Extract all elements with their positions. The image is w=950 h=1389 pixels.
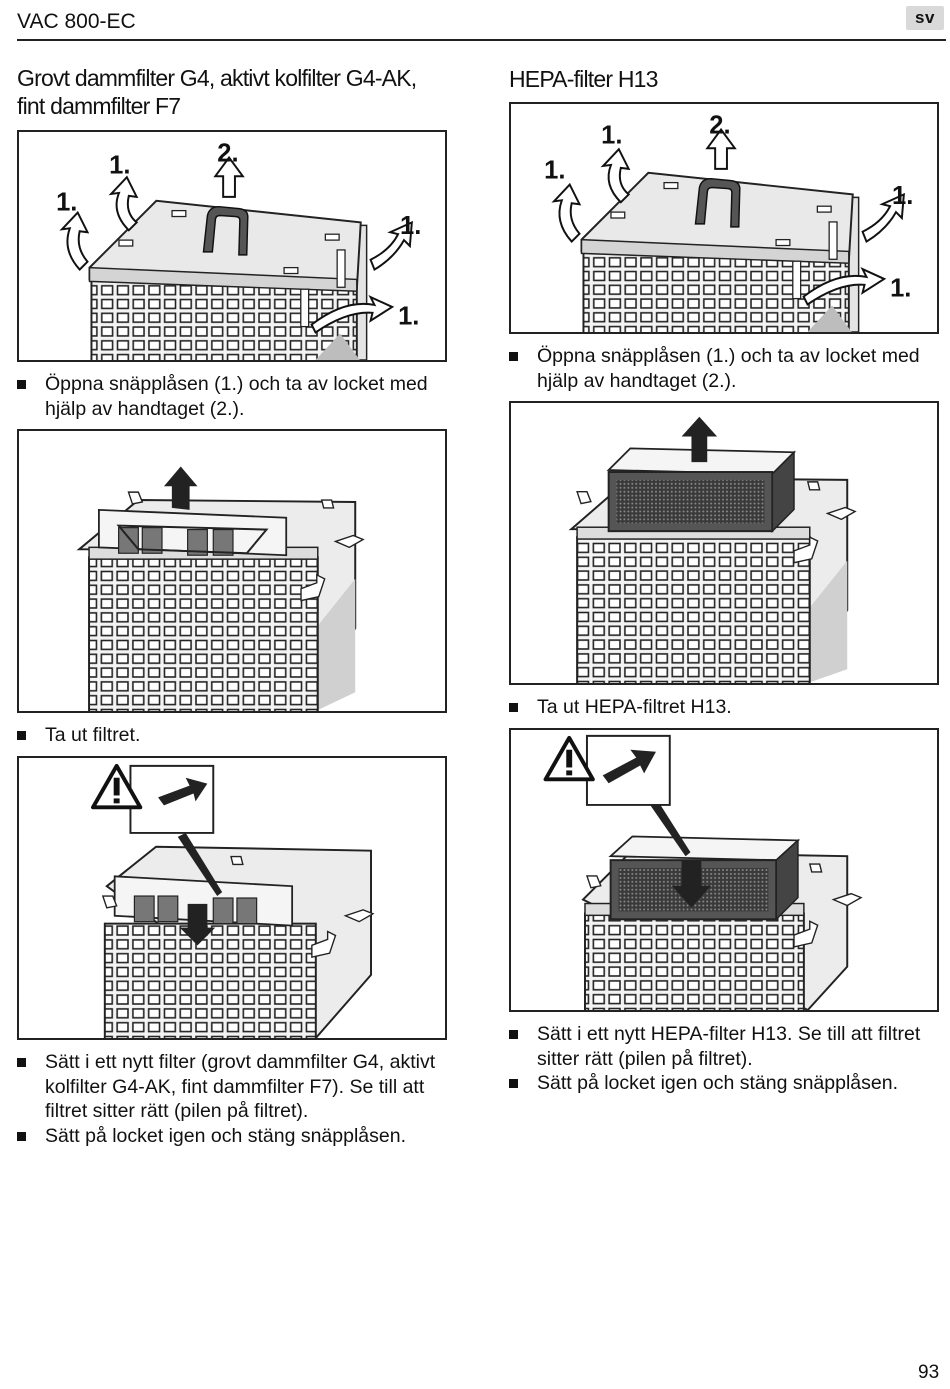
figure-insert-hepa-filter <box>509 728 939 1012</box>
instruction-item: Sätt i ett nytt HEPA-filter H13. Se till… <box>509 1022 946 1071</box>
step-number-label: 1. <box>109 151 130 179</box>
step-number-label: 2. <box>217 139 238 167</box>
instruction-item: Ta ut filtret. <box>17 723 447 748</box>
instruction-list: Öppna snäpplåsen (1.) och ta av locket m… <box>17 372 447 421</box>
figure-insert-dust-filter <box>17 756 447 1040</box>
figure-remove-hepa-filter <box>509 401 939 685</box>
instruction-item: Sätt på locket igen och stäng snäpplåsen… <box>509 1071 946 1096</box>
instruction-list: Ta ut HEPA-filtret H13. <box>509 695 944 720</box>
instruction-item: Ta ut HEPA-filtret H13. <box>509 695 944 720</box>
instruction-item: Öppna snäpplåsen (1.) och ta av locket m… <box>509 344 944 393</box>
section-title-dust-filters: Grovt dammfilter G4, aktivt kolfilter G4… <box>17 65 417 119</box>
step-number-label: 1. <box>892 182 913 210</box>
step-number-label: 2. <box>709 111 730 139</box>
figure-open-lid-hepa: 1. 1. 2. 1. 1. <box>509 102 939 334</box>
document-title: VAC 800-EC <box>17 10 136 33</box>
section-title-hepa: HEPA-filter H13 <box>509 66 658 92</box>
step-number-label: 1. <box>601 121 622 149</box>
instruction-list: Sätt i ett nytt filter (grovt dammfilter… <box>17 1050 457 1148</box>
figure-open-lid-dust-filter: 1. 1. 2. 1. 1. <box>17 130 447 362</box>
step-number-label: 1. <box>400 212 421 240</box>
instruction-list: Sätt i ett nytt HEPA-filter H13. Se till… <box>509 1022 946 1096</box>
step-number-label: 1. <box>890 275 911 303</box>
figure-remove-dust-filter <box>17 429 447 713</box>
instruction-list: Öppna snäpplåsen (1.) och ta av locket m… <box>509 344 944 393</box>
header-divider <box>17 39 946 41</box>
page-number: 93 <box>918 1362 940 1383</box>
instruction-list: Ta ut filtret. <box>17 723 447 748</box>
instruction-item: Öppna snäpplåsen (1.) och ta av locket m… <box>17 372 447 421</box>
step-number-label: 1. <box>56 189 77 217</box>
language-badge: sv <box>906 6 944 30</box>
instruction-item: Sätt på locket igen och stäng snäpplåsen… <box>17 1124 457 1149</box>
instruction-item: Sätt i ett nytt filter (grovt dammfilter… <box>17 1050 457 1124</box>
step-number-label: 1. <box>544 157 565 185</box>
step-number-label: 1. <box>398 303 419 331</box>
